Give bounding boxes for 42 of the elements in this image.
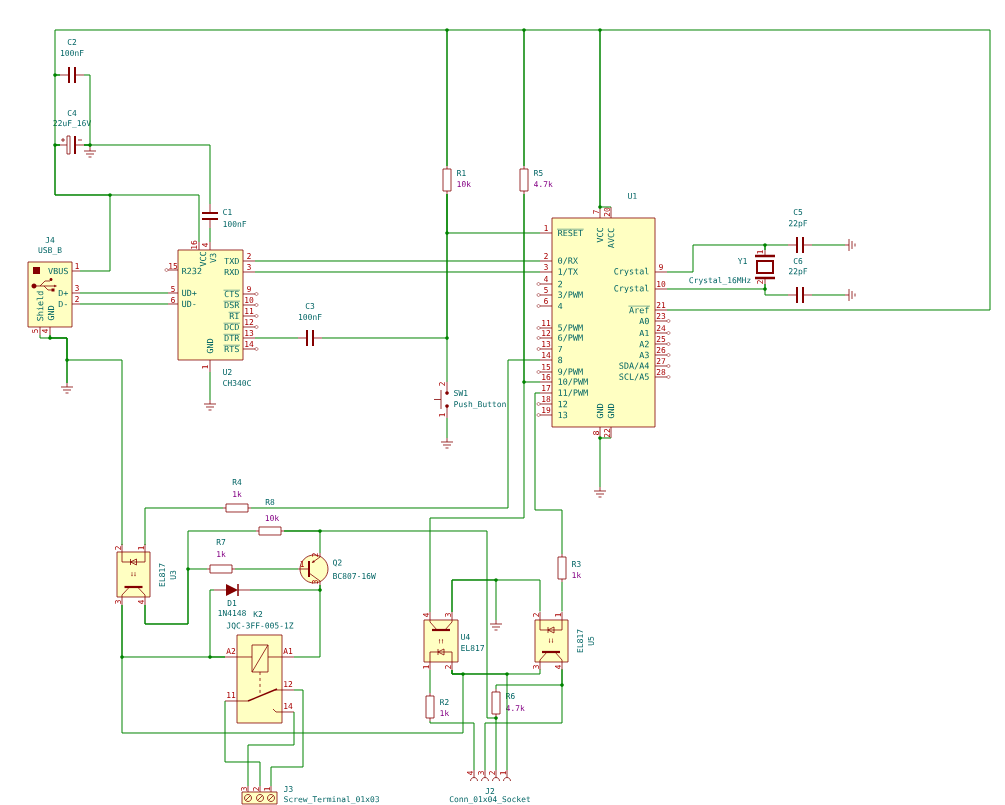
wire [666,244,766,273]
ground-symbol [440,437,454,449]
wire [534,392,563,555]
wire [283,530,497,719]
wire [599,29,991,311]
wire [270,689,304,787]
wire [224,700,261,787]
wire [561,581,563,612]
ground-symbol [593,486,607,498]
wire [209,227,211,243]
wire [144,507,224,546]
wire [429,720,475,771]
ground-symbol [83,146,97,158]
pin-name: D+ [58,289,69,297]
pin-name: GND [47,305,55,321]
wire [254,337,299,339]
wire [599,437,601,488]
pin-name: D- [58,300,67,308]
ground-symbol [844,288,856,302]
wire [254,271,541,273]
wire [495,716,497,771]
wire [764,244,789,251]
wire [79,303,169,305]
wire [446,417,448,439]
ground-symbol [489,619,503,631]
ground-symbol [844,238,856,252]
pin-name: VBUS [48,267,68,275]
pin-name: Shield [36,291,44,321]
wire [250,359,541,509]
wire [429,193,525,613]
wire [764,283,789,296]
wire [429,669,431,694]
wire [247,711,295,787]
wire [293,584,321,658]
wire [79,292,169,294]
wire [254,260,541,262]
wire [484,669,563,771]
wire [39,334,68,384]
ground-symbol [203,399,217,411]
wire [446,193,448,383]
ground-symbol [60,382,74,394]
wire [83,144,211,205]
